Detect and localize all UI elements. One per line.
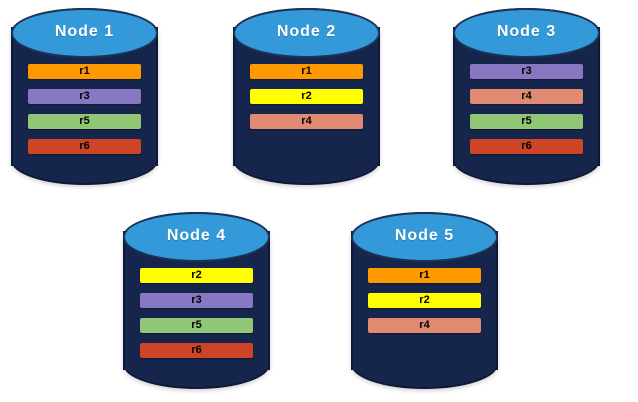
node-title: Node 5 (394, 227, 455, 245)
replica-bar[interactable]: r1 (250, 64, 363, 79)
replica-bar[interactable]: r4 (250, 114, 363, 129)
replica-label: r2 (191, 269, 202, 281)
replica-bar[interactable]: r6 (28, 139, 141, 154)
node-title: Node 3 (496, 23, 557, 41)
replica-label: r4 (301, 115, 312, 127)
replica-bar[interactable]: r2 (368, 293, 481, 308)
replica-label: r3 (521, 65, 532, 77)
replica-stack: r1 r2 r4 (351, 268, 498, 333)
replica-label: r5 (191, 319, 202, 331)
replica-label: r4 (419, 319, 430, 331)
database-node-2[interactable]: Node 2 r1 r2 r4 (233, 8, 380, 185)
replica-bar[interactable]: r5 (140, 318, 253, 333)
replica-stack: r2 r3 r5 r6 (123, 268, 270, 358)
replica-label: r5 (521, 115, 532, 127)
replica-bar[interactable]: r1 (28, 64, 141, 79)
cylinder-top-disc: Node 2 (233, 8, 380, 58)
node-title: Node 4 (166, 227, 227, 245)
database-node-4[interactable]: Node 4 r2 r3 r5 r6 (123, 212, 270, 389)
cylinder-top-disc: Node 1 (11, 8, 158, 58)
replica-bar[interactable]: r2 (140, 268, 253, 283)
replica-bar[interactable]: r3 (140, 293, 253, 308)
replica-bar[interactable]: r5 (28, 114, 141, 129)
replica-stack: r1 r2 r4 (233, 64, 380, 129)
replica-label: r6 (79, 140, 90, 152)
replica-label: r1 (301, 65, 312, 77)
replica-label: r3 (191, 294, 202, 306)
cylinder-top-disc: Node 4 (123, 212, 270, 262)
replica-label: r4 (521, 90, 532, 102)
replica-bar[interactable]: r1 (368, 268, 481, 283)
replica-bar[interactable]: r5 (470, 114, 583, 129)
replica-label: r1 (79, 65, 90, 77)
replica-label: r6 (191, 344, 202, 356)
replica-label: r1 (419, 269, 430, 281)
cylinder-top-disc: Node 5 (351, 212, 498, 262)
node-title: Node 1 (54, 23, 115, 41)
replica-bar[interactable]: r4 (368, 318, 481, 333)
replica-bar[interactable]: r6 (140, 343, 253, 358)
cylinder-top-disc: Node 3 (453, 8, 600, 58)
replica-label: r3 (79, 90, 90, 102)
replica-label: r2 (419, 294, 430, 306)
replica-bar[interactable]: r2 (250, 89, 363, 104)
replica-stack: r3 r4 r5 r6 (453, 64, 600, 154)
replica-bar[interactable]: r4 (470, 89, 583, 104)
replica-label: r6 (521, 140, 532, 152)
replica-label: r2 (301, 90, 312, 102)
replica-bar[interactable]: r3 (470, 64, 583, 79)
database-node-1[interactable]: Node 1 r1 r3 r5 r6 (11, 8, 158, 185)
database-node-5[interactable]: Node 5 r1 r2 r4 (351, 212, 498, 389)
replica-bar[interactable]: r6 (470, 139, 583, 154)
replica-label: r5 (79, 115, 90, 127)
node-title: Node 2 (276, 23, 337, 41)
replica-bar[interactable]: r3 (28, 89, 141, 104)
database-node-3[interactable]: Node 3 r3 r4 r5 r6 (453, 8, 600, 185)
replica-stack: r1 r3 r5 r6 (11, 64, 158, 154)
